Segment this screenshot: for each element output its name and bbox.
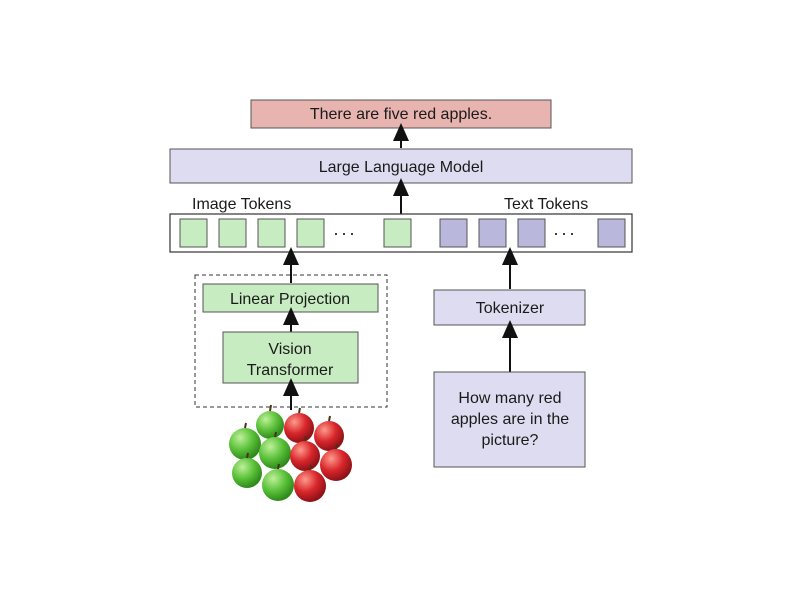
image-tokens-label: Image Tokens (192, 196, 291, 213)
question-box: How many red apples are in the picture? (433, 371, 586, 468)
text-token (439, 218, 468, 248)
image-tokens-ellipsis: ··· (333, 223, 357, 243)
image-token (257, 218, 286, 248)
llm-box: Large Language Model (169, 148, 633, 184)
image-token (218, 218, 247, 248)
green-apple (232, 452, 262, 488)
tokenizer-label: Tokenizer (476, 300, 545, 317)
output-text: There are five red apples. (310, 106, 492, 123)
image-token (296, 218, 325, 248)
red-apple (290, 435, 320, 471)
linear-projection-box: Linear Projection (202, 283, 379, 313)
image-token (179, 218, 208, 248)
text-token (517, 218, 546, 248)
vision-transformer-label-line2: Transformer (247, 362, 334, 379)
green-apple (229, 422, 261, 460)
green-apple (259, 431, 291, 469)
text-tokens-ellipsis: ··· (553, 223, 577, 243)
vision-transformer-box: Vision Transformer (222, 331, 359, 384)
text-token (597, 218, 626, 248)
red-apple (320, 443, 352, 481)
output-box: There are five red apples. (250, 99, 552, 129)
apples-image (229, 404, 352, 502)
green-apple (262, 463, 294, 501)
question-line2: apples are in the (451, 411, 569, 428)
vision-transformer-label-line1: Vision (268, 341, 311, 358)
tokenizer-box: Tokenizer (433, 289, 586, 326)
question-line3: picture? (482, 432, 539, 449)
image-token (383, 218, 412, 248)
question-line1: How many red (458, 390, 561, 407)
text-token (478, 218, 507, 248)
linear-projection-label: Linear Projection (230, 291, 350, 308)
token-strip: ··· ··· (169, 213, 633, 253)
red-apple (284, 407, 314, 443)
red-apple (314, 415, 344, 451)
text-tokens-label: Text Tokens (504, 196, 588, 213)
green-apple (256, 404, 284, 439)
red-apple (294, 464, 326, 502)
llm-label: Large Language Model (319, 159, 484, 176)
